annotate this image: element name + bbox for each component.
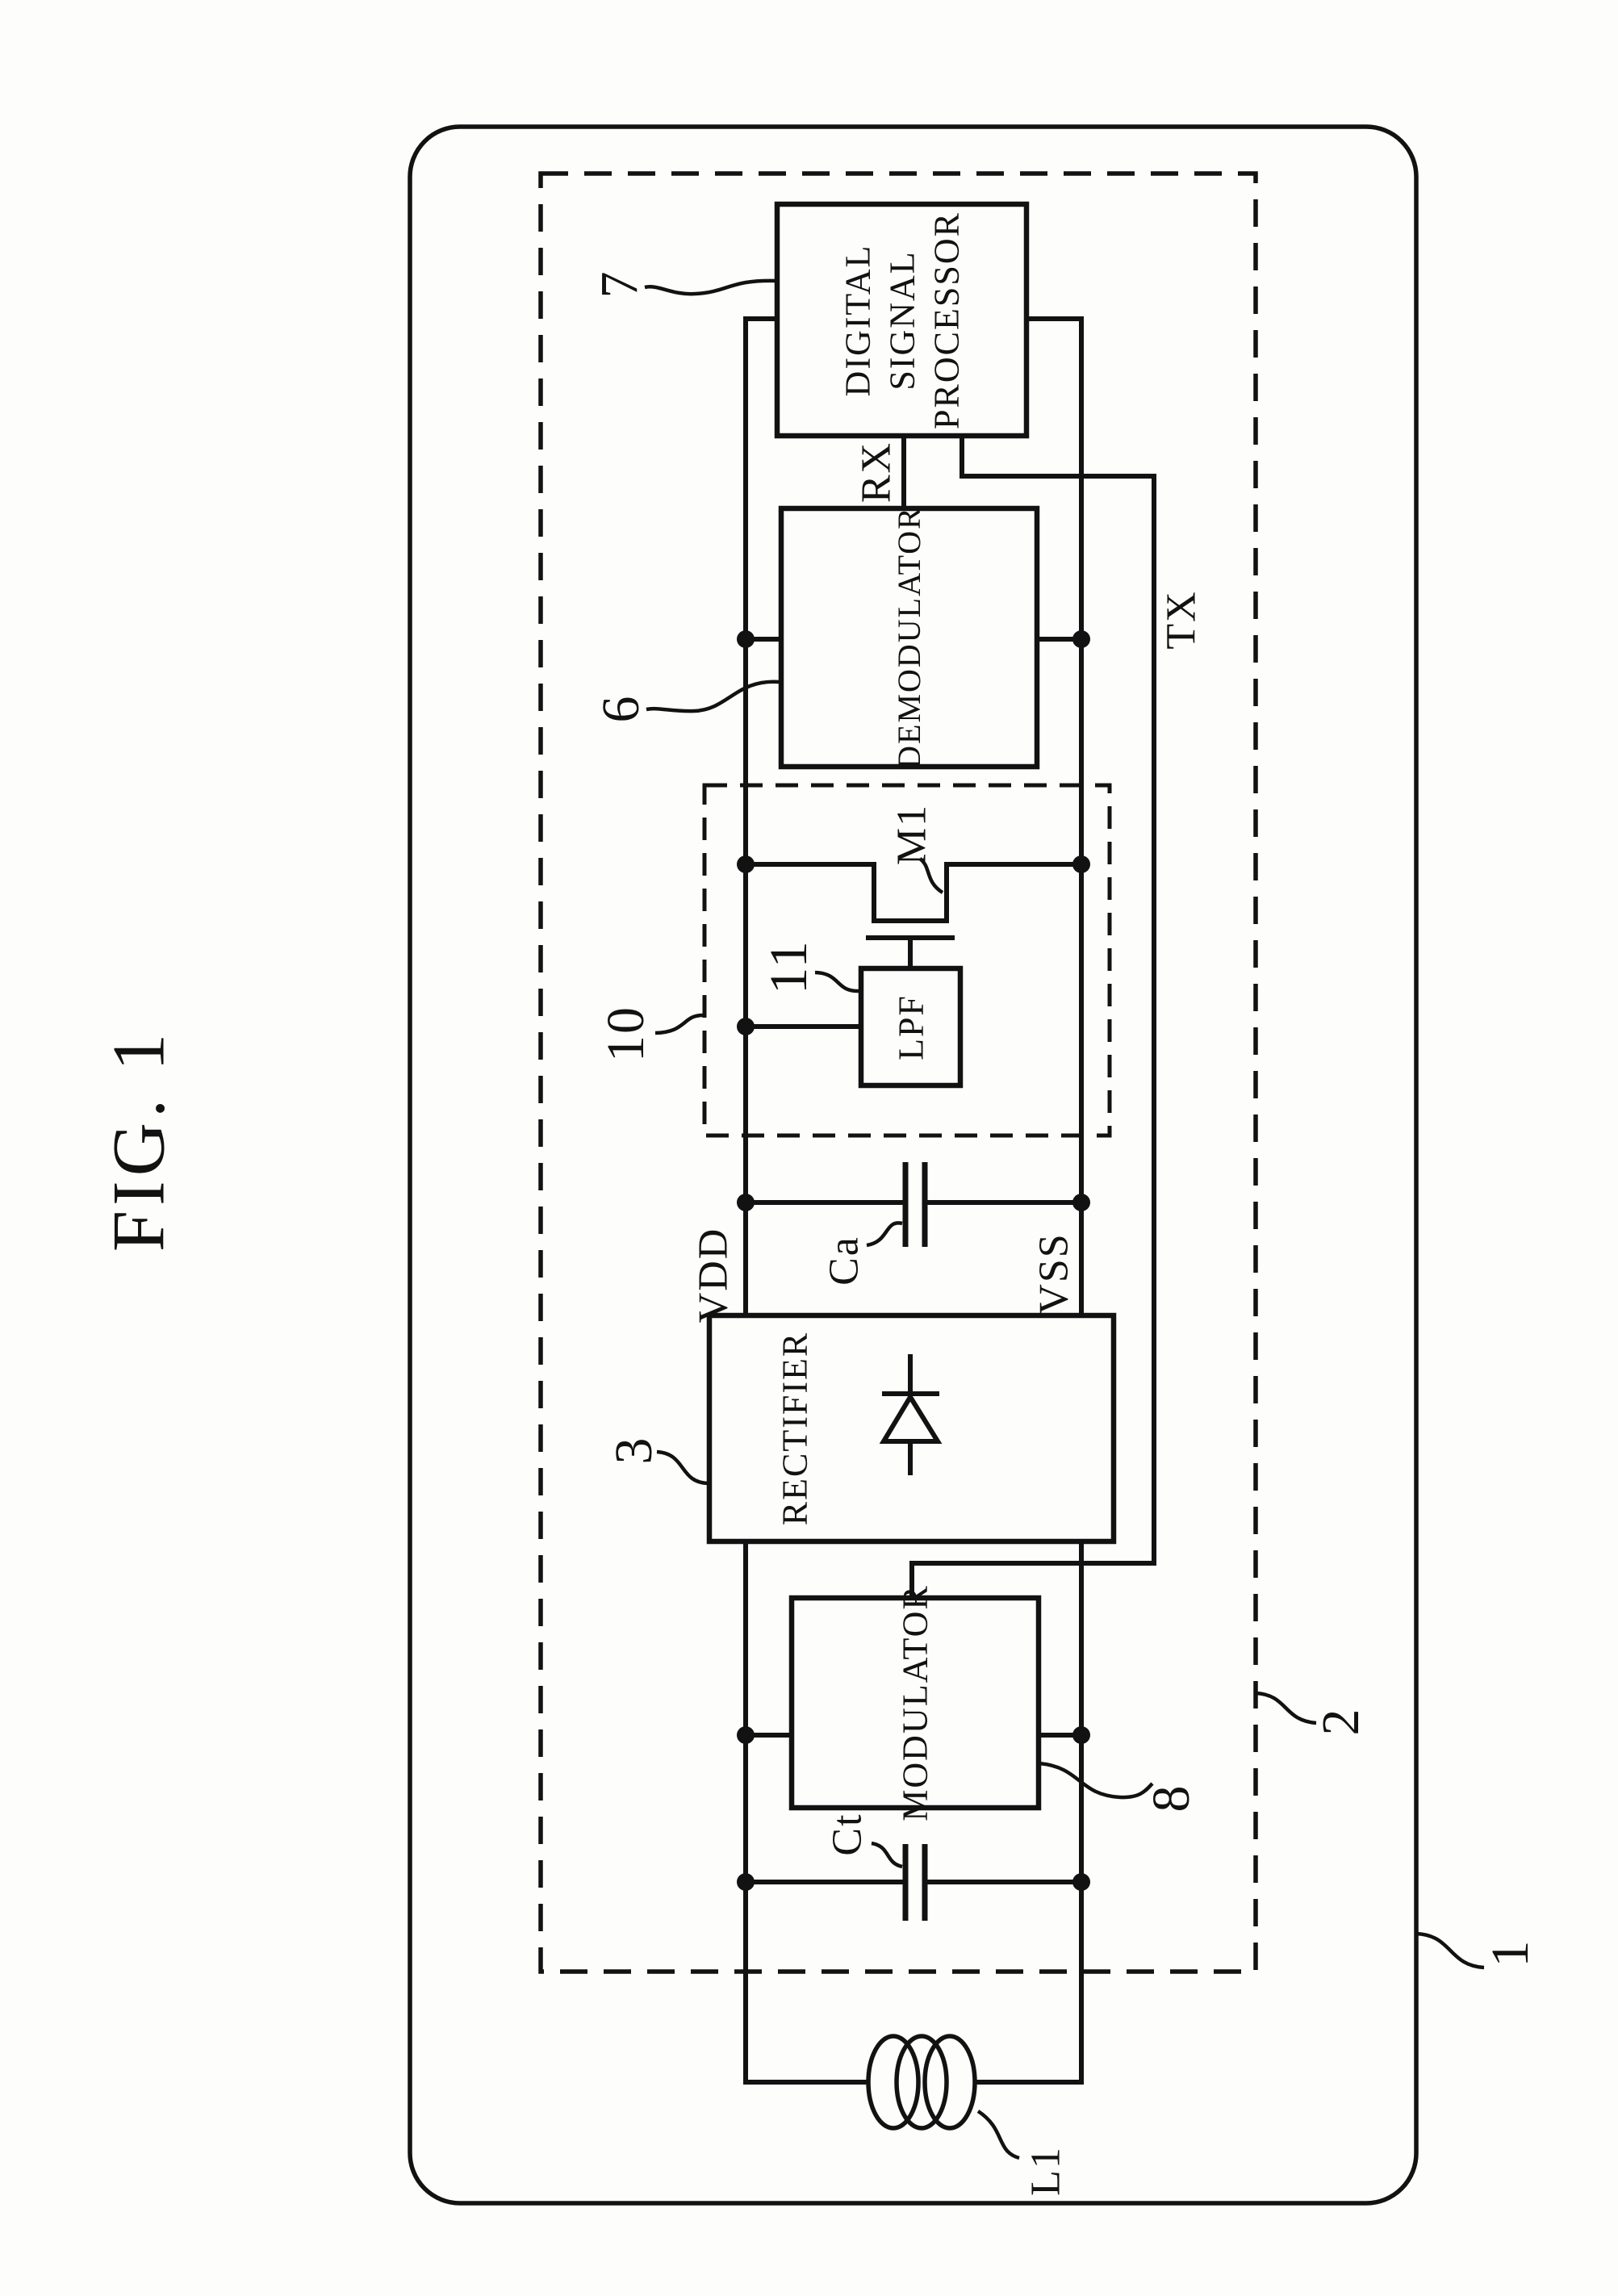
leader-line-7 bbox=[644, 278, 778, 296]
ref-numeral-11: 11 bbox=[759, 939, 818, 994]
junction-dots bbox=[737, 630, 1090, 1891]
ct-capacitor-label: Ct bbox=[824, 1813, 871, 1856]
vss-rail-label: VSS bbox=[1031, 1232, 1077, 1315]
ref-numeral-8: 8 bbox=[1141, 1784, 1201, 1813]
lpf-block-label: LPF bbox=[891, 994, 931, 1060]
subcircuit-dashed-box bbox=[702, 783, 1112, 1138]
m1-transistor-label: M1 bbox=[888, 803, 935, 866]
ref-numeral-1: 1 bbox=[1480, 1938, 1540, 1968]
leader-line-10 bbox=[654, 1013, 705, 1035]
ref-numeral-6: 6 bbox=[591, 694, 650, 723]
diode-symbol bbox=[879, 1354, 943, 1475]
leader-line-2 bbox=[1255, 1691, 1317, 1725]
dsp-label-line2: SIGNAL bbox=[882, 250, 922, 391]
ref-numeral-7: 7 bbox=[589, 270, 649, 299]
rx-signal-label: RX bbox=[853, 441, 900, 504]
lpf-block bbox=[858, 965, 964, 1089]
ref-numeral-10: 10 bbox=[596, 1006, 655, 1062]
leader-line-8 bbox=[1039, 1761, 1154, 1800]
leader-line-1 bbox=[1415, 1931, 1485, 1970]
rectifier-block-label: RECTIFIER bbox=[775, 1331, 815, 1526]
modulator-block-label: MODULATOR bbox=[895, 1584, 935, 1821]
dsp-block bbox=[774, 201, 1030, 439]
leader-line-ca bbox=[866, 1221, 903, 1248]
tx-signal-label: TX bbox=[1158, 590, 1205, 650]
dsp-label-line3: PROCESSOR bbox=[926, 211, 967, 429]
rectifier-block bbox=[706, 1312, 1117, 1545]
leader-line-11 bbox=[814, 970, 860, 993]
ca-capacitor-label: Ca bbox=[821, 1236, 868, 1286]
ref-numeral-3: 3 bbox=[604, 1436, 663, 1465]
l1-coil-loop bbox=[866, 2034, 921, 2131]
dsp-block-label: DIGITAL SIGNAL PROCESSOR bbox=[836, 211, 969, 429]
l1-coil-label: L1 bbox=[1022, 2146, 1069, 2196]
chip-dashed-box bbox=[538, 171, 1258, 1974]
tx-wire bbox=[909, 436, 1156, 1598]
leader-line-l1 bbox=[976, 2110, 1020, 2160]
leader-line-3 bbox=[656, 1449, 710, 1486]
l1-coil-loop bbox=[922, 2034, 977, 2131]
dsp-label-line1: DIGITAL bbox=[838, 244, 878, 397]
figure-title: FIG. 1 bbox=[97, 1028, 180, 1253]
m1-transistor-channel bbox=[746, 862, 1081, 923]
demodulator-block-label: DEMODULATOR bbox=[891, 506, 927, 769]
l1-coil-loop bbox=[894, 2034, 949, 2131]
ref-numeral-2: 2 bbox=[1311, 1707, 1370, 1736]
leader-line-6 bbox=[646, 680, 780, 713]
leader-line-ct bbox=[871, 1841, 903, 1869]
device-boundary-box bbox=[408, 124, 1419, 2206]
demodulator-block bbox=[778, 505, 1040, 770]
vdd-rail-label: VDD bbox=[690, 1227, 737, 1324]
modulator-block bbox=[788, 1595, 1042, 1811]
leader-line-m1 bbox=[918, 857, 944, 894]
